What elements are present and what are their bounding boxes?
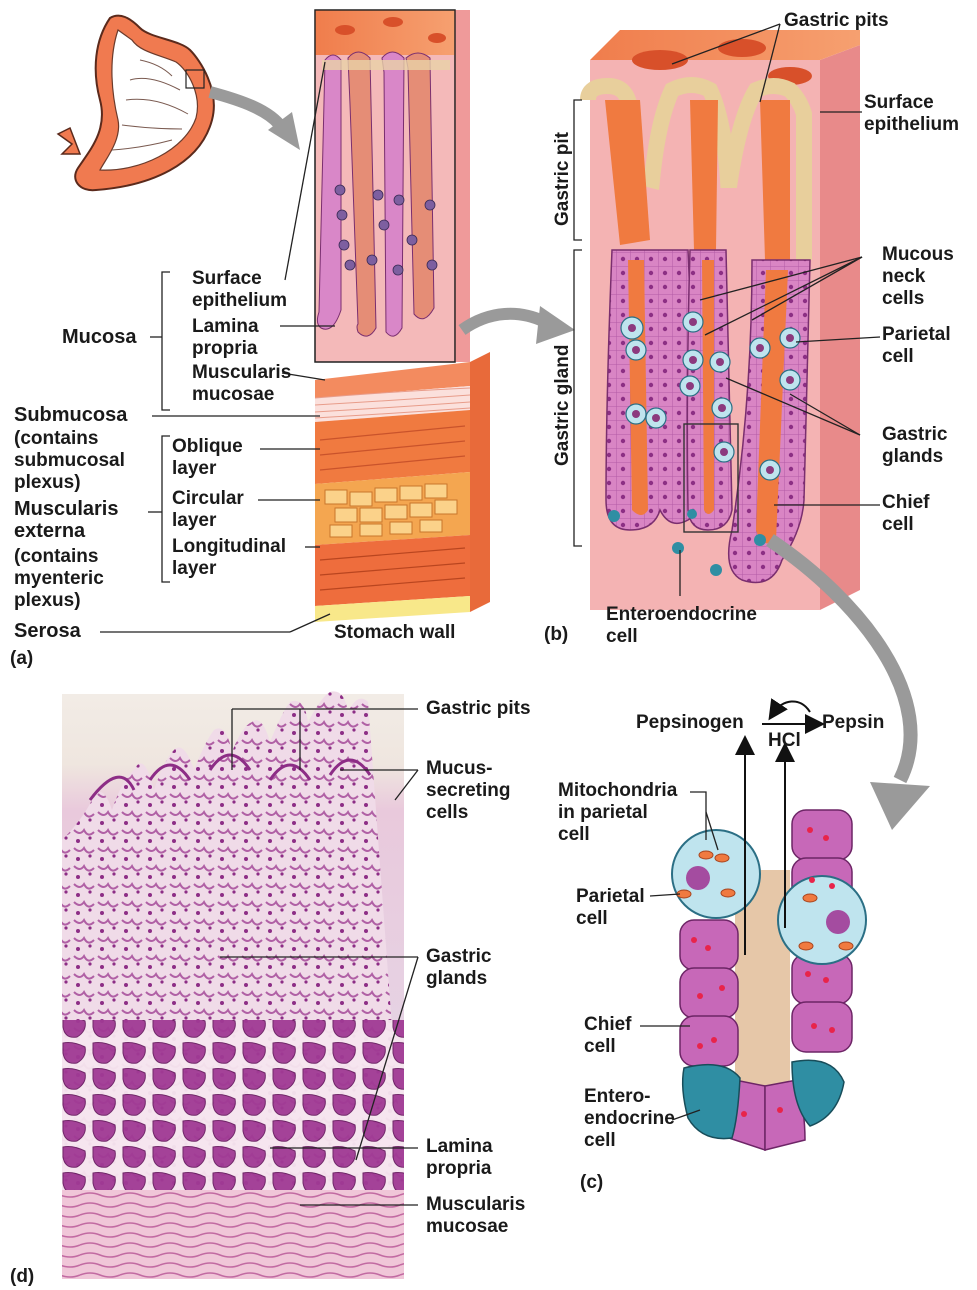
label-d-gastric-pits: Gastric pits xyxy=(426,698,531,720)
panel-letter-b: (b) xyxy=(544,624,568,646)
label-submucosa: Submucosa xyxy=(14,404,127,426)
panel-letter-d: (d) xyxy=(10,1266,34,1288)
label-hcl: HCl xyxy=(768,730,801,752)
zoom-arrow-b xyxy=(462,314,545,330)
panel-letter-c: (c) xyxy=(580,1172,603,1194)
bracket-label-gastric-pit: Gastric pit xyxy=(552,132,574,226)
histology-micrograph xyxy=(62,691,404,1279)
label-pepsinogen: Pepsinogen xyxy=(636,712,744,734)
label-pepsin: Pepsin xyxy=(822,712,884,734)
label-b-gastric-pits: Gastric pits xyxy=(784,10,889,32)
stomach-outline xyxy=(58,16,214,191)
label-mucosa: Mucosa xyxy=(62,326,136,348)
gland-detail xyxy=(672,701,866,1150)
gastric-gland-block xyxy=(588,30,860,610)
panel-letter-a: (a) xyxy=(10,648,33,670)
stomach-wall-block xyxy=(315,10,490,622)
bracket-label-gastric-gland: Gastric gland xyxy=(552,345,574,466)
label-serosa: Serosa xyxy=(14,620,81,642)
label-stomach-wall: Stomach wall xyxy=(334,622,455,644)
zoom-arrow-a xyxy=(210,92,282,128)
